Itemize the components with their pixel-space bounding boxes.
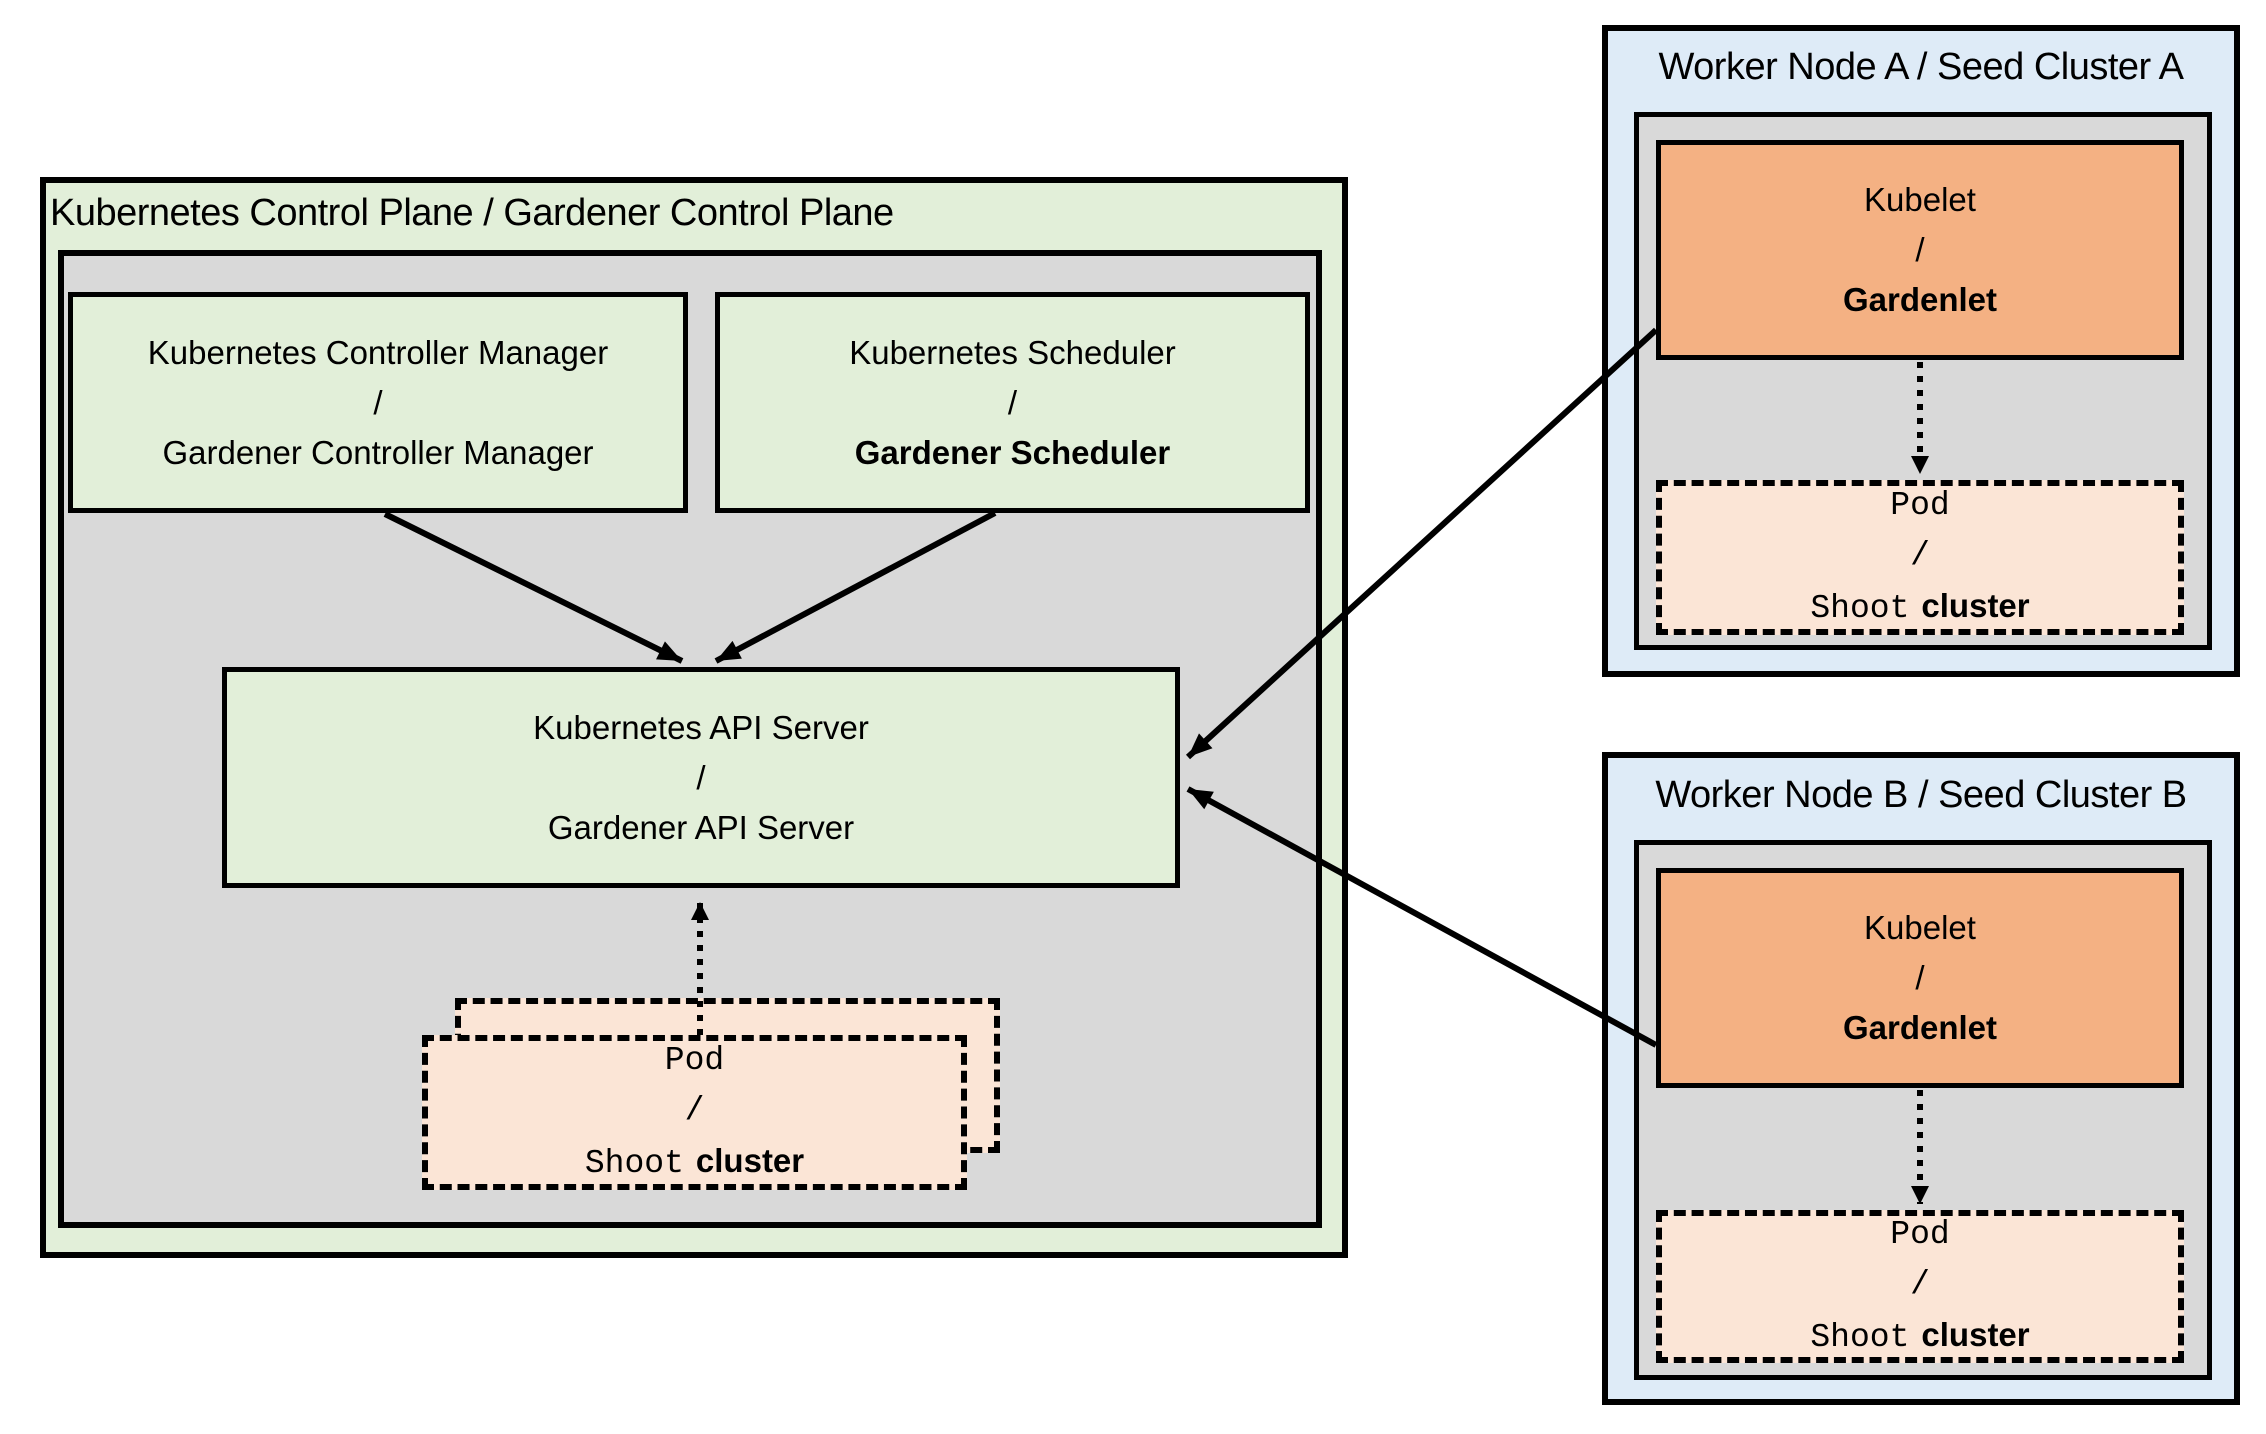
pod-line2-shoot: Shoot (584, 1145, 684, 1182)
worker-b-kubelet-line2: Gardenlet (1842, 1009, 1998, 1046)
api-server-line2: Gardener API Server (547, 808, 855, 846)
controller-manager-separator: / (373, 383, 383, 421)
worker-a-kubelet-line2: Gardenlet (1842, 281, 1998, 318)
worker-a-pod-line2-cluster: cluster (1921, 587, 2030, 624)
worker-a-kubelet-line1: Kubelet (1864, 181, 1976, 218)
scheduler-separator: / (1007, 383, 1018, 421)
control-plane-title: Kubernetes Control Plane / Gardener Cont… (50, 192, 894, 234)
scheduler-line1: Kubernetes Scheduler (849, 333, 1176, 371)
controller-manager-line2: Gardener Controller Manager (162, 433, 594, 471)
worker-a-pod-line2-shoot: Shoot (1810, 590, 1910, 627)
worker-a-pod-separator: / (1910, 537, 1930, 574)
controller-manager-line1: Kubernetes Controller Manager (147, 333, 609, 371)
worker-b-pod-box: Pod / Shoot cluster (1656, 1210, 2184, 1363)
worker-a-pod-box: Pod / Shoot cluster (1656, 480, 2184, 635)
pod-separator: / (684, 1092, 705, 1129)
pod-line2-cluster: cluster (695, 1142, 805, 1179)
api-server-box: Kubernetes API Server / Gardener API Ser… (222, 667, 1180, 888)
worker-b-pod-line2: Shoot cluster (1810, 1310, 2029, 1363)
worker-b-pod-separator: / (1910, 1266, 1930, 1303)
worker-b-kubelet-separator: / (1915, 959, 1925, 996)
scheduler-box: Kubernetes Scheduler / Gardener Schedule… (715, 292, 1310, 513)
worker-b-pod-line2-shoot: Shoot (1810, 1319, 1910, 1356)
pod-line2: Shoot cluster (585, 1136, 804, 1189)
pod-line1: Pod (664, 1042, 725, 1079)
api-server-line1: Kubernetes API Server (533, 708, 869, 746)
worker-a-pod-line1: Pod (1890, 487, 1950, 524)
worker-b-pod-line2-cluster: cluster (1921, 1316, 2030, 1353)
pod-shoot-cluster-box: Pod / Shoot cluster (422, 1035, 967, 1190)
worker-a-kubelet-box: Kubelet / Gardenlet (1656, 140, 2184, 360)
controller-manager-box: Kubernetes Controller Manager / Gardener… (68, 292, 688, 513)
api-server-separator: / (696, 758, 706, 796)
worker-b-kubelet-box: Kubelet / Gardenlet (1656, 868, 2184, 1088)
worker-a-pod-line2: Shoot cluster (1810, 581, 2029, 634)
worker-a-kubelet-separator: / (1915, 231, 1925, 268)
scheduler-line2: Gardener Scheduler (854, 433, 1171, 471)
worker-node-a-title: Worker Node A / Seed Cluster A (1658, 46, 2184, 88)
worker-b-pod-line1: Pod (1890, 1216, 1950, 1253)
worker-node-b-title: Worker Node B / Seed Cluster B (1655, 774, 2187, 816)
worker-b-kubelet-line1: Kubelet (1864, 909, 1976, 946)
